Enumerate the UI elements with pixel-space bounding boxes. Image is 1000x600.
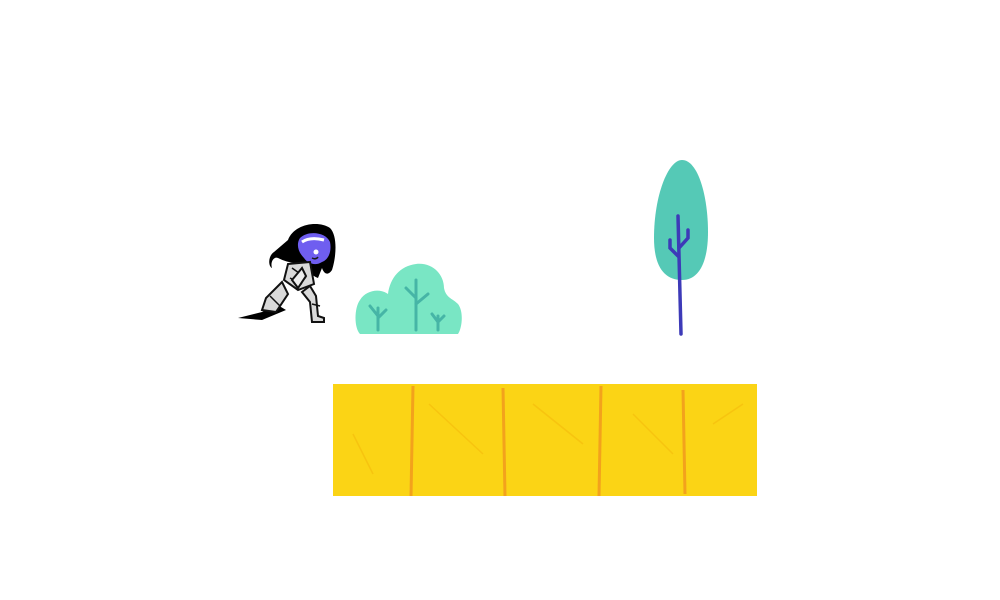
yellow-block-platform <box>333 384 757 496</box>
bush-icon <box>355 263 462 334</box>
tree-icon <box>654 160 708 336</box>
player-character-icon <box>238 224 336 323</box>
